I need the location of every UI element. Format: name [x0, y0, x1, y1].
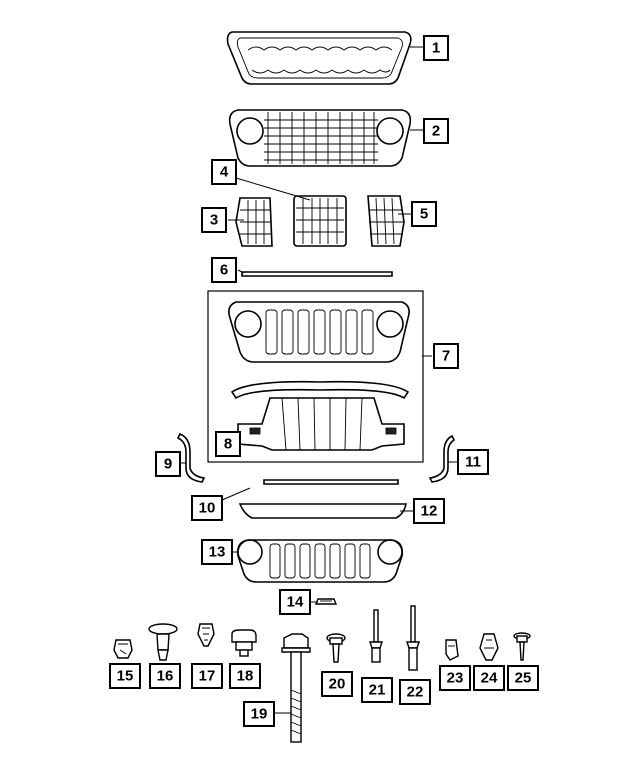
part-21-rivet — [369, 609, 383, 663]
callout-21-label: 21 — [369, 682, 386, 699]
assembly-group-frame — [207, 290, 424, 463]
part-25-screw-small — [513, 632, 531, 661]
callout-3: 3 — [201, 207, 227, 233]
callout-7-label: 7 — [442, 348, 450, 365]
part-17-spring-clip — [197, 623, 215, 647]
callout-1: 1 — [423, 35, 449, 61]
callout-13: 13 — [201, 539, 233, 565]
callout-20-label: 20 — [329, 676, 346, 693]
part-23-nut-clip — [445, 639, 459, 661]
callout-12-label: 12 — [421, 503, 438, 520]
callout-24: 24 — [473, 665, 505, 691]
callout-3-label: 3 — [210, 212, 218, 229]
callout-8-label: 8 — [224, 436, 232, 453]
part-24-wing-clip — [479, 633, 499, 661]
callout-4: 4 — [211, 159, 237, 185]
callout-25-label: 25 — [515, 670, 532, 687]
callout-6: 6 — [211, 257, 237, 283]
part-15-retainer — [113, 639, 133, 659]
callout-12: 12 — [413, 498, 445, 524]
callout-17-label: 17 — [199, 668, 216, 685]
callout-16-label: 16 — [157, 668, 174, 685]
part-14-clip — [314, 598, 338, 605]
callout-2-label: 2 — [432, 123, 440, 140]
part-5-right-insert — [367, 195, 405, 247]
callout-15: 15 — [109, 663, 141, 689]
callout-19: 19 — [243, 701, 275, 727]
callout-16: 16 — [149, 663, 181, 689]
callout-7: 7 — [433, 343, 459, 369]
callout-23: 23 — [439, 665, 471, 691]
callout-25: 25 — [507, 665, 539, 691]
part-7-grille-assembly — [228, 301, 410, 363]
callout-10: 10 — [191, 495, 223, 521]
part-13-bezel — [236, 539, 404, 583]
part-8-reinforcement — [230, 380, 410, 451]
callout-5: 5 — [411, 201, 437, 227]
part-1-grille-frame — [226, 31, 412, 85]
callout-15-label: 15 — [117, 668, 134, 685]
part-22-rivet-long — [406, 605, 420, 671]
part-6-seal-strip — [241, 271, 393, 277]
callout-22-label: 22 — [407, 684, 424, 701]
part-2-grille-mesh — [228, 109, 412, 167]
callout-10-label: 10 — [199, 500, 216, 517]
callout-22: 22 — [399, 679, 431, 705]
callout-23-label: 23 — [447, 670, 464, 687]
callout-6-label: 6 — [220, 262, 228, 279]
part-9-left-molding — [176, 432, 206, 483]
part-10-lower-strip — [263, 479, 399, 485]
callout-11: 11 — [457, 449, 489, 475]
callout-24-label: 24 — [481, 670, 498, 687]
callout-21: 21 — [361, 677, 393, 703]
callout-8: 8 — [215, 431, 241, 457]
callout-9: 9 — [155, 451, 181, 477]
part-3-left-insert — [235, 197, 273, 247]
callout-2: 2 — [423, 118, 449, 144]
callout-20: 20 — [321, 671, 353, 697]
callout-14-label: 14 — [287, 594, 304, 611]
part-20-screw — [326, 633, 346, 663]
callout-11-label: 11 — [465, 454, 481, 471]
part-12-lower-molding — [238, 503, 407, 519]
callout-19-label: 19 — [251, 706, 268, 723]
part-4-center-insert — [293, 195, 347, 247]
callout-17: 17 — [191, 663, 223, 689]
callout-14: 14 — [279, 589, 311, 615]
callout-4-label: 4 — [220, 164, 229, 181]
callout-1-label: 1 — [432, 40, 440, 57]
callout-18-label: 18 — [237, 668, 254, 685]
part-16-push-pin — [148, 623, 178, 661]
callout-18: 18 — [229, 663, 261, 689]
part-18-retainer-clip — [231, 629, 257, 657]
part-19-bolt — [281, 633, 311, 743]
callout-5-label: 5 — [420, 206, 428, 223]
callout-13-label: 13 — [209, 544, 226, 561]
part-11-right-molding — [428, 434, 456, 483]
callout-9-label: 9 — [164, 456, 172, 473]
